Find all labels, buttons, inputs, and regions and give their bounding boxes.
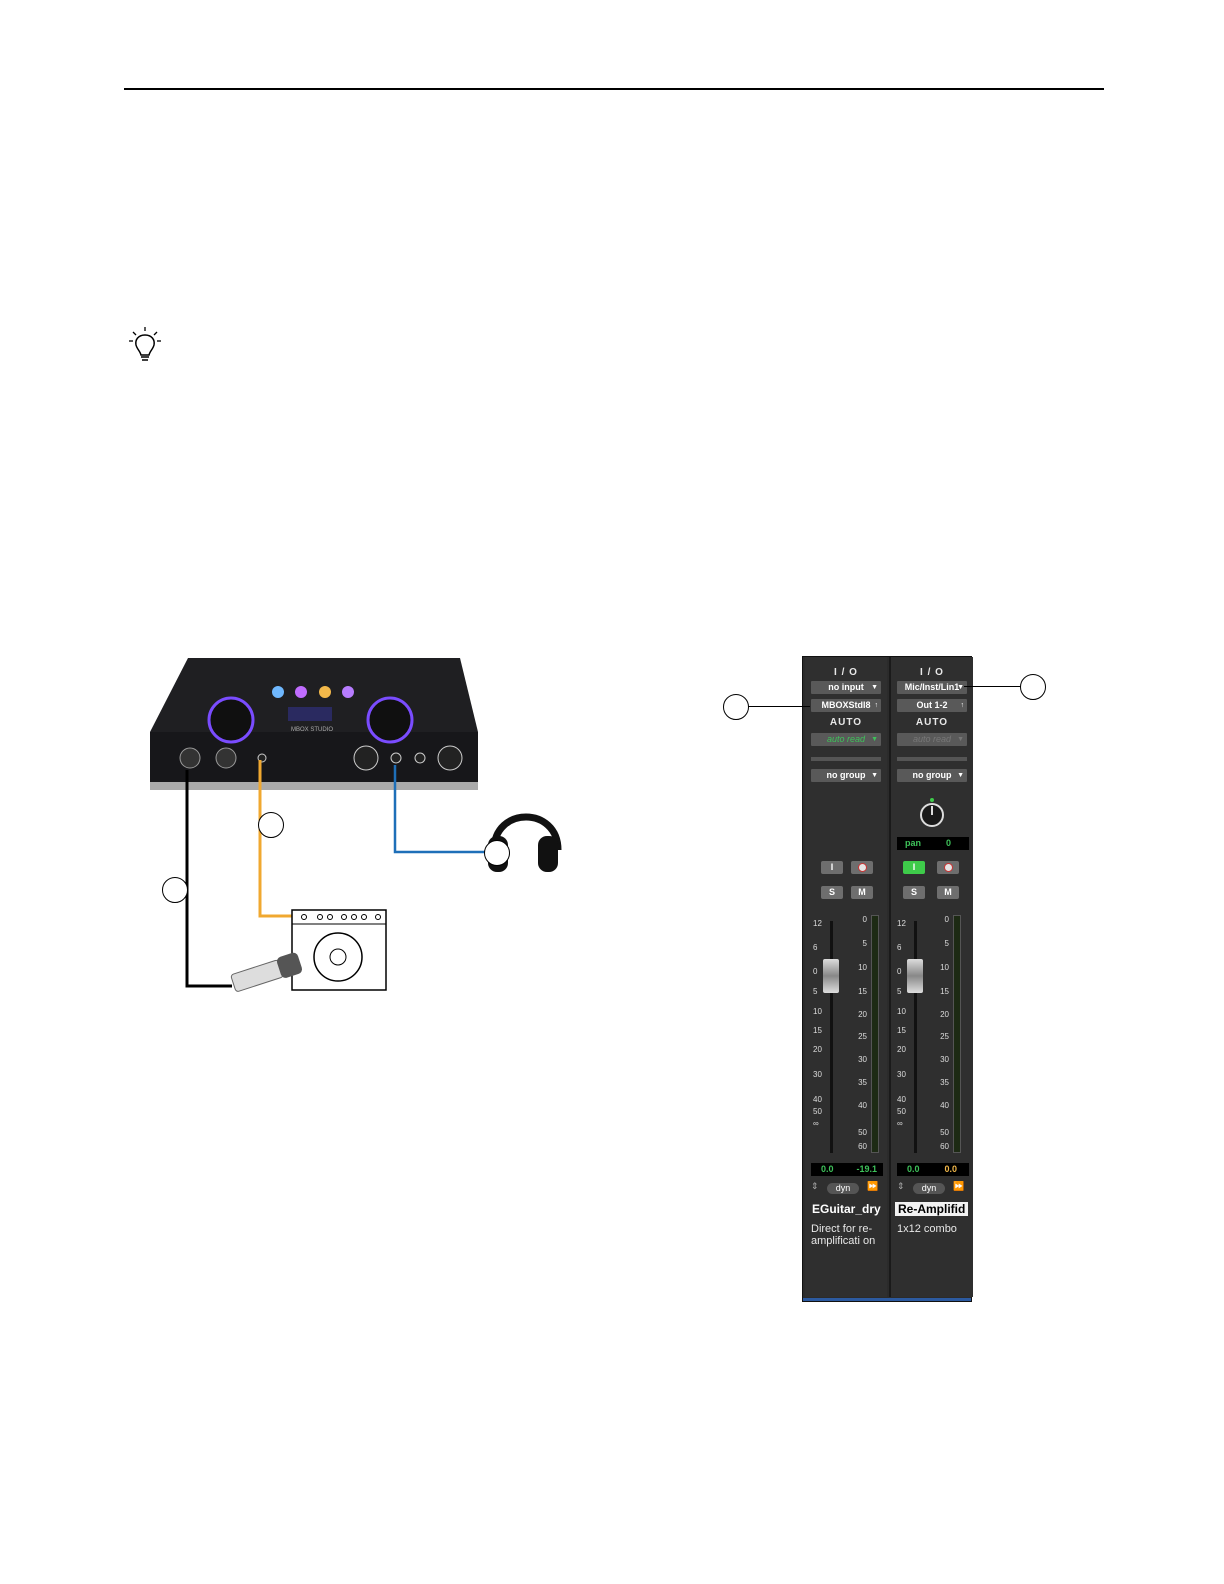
dropdown-arrow-icon: ▼ xyxy=(957,772,964,779)
automation-mode-selector[interactable]: auto read▼ xyxy=(897,733,967,746)
dynamics-button[interactable]: dyn xyxy=(913,1183,945,1194)
volume-value: 0.0 xyxy=(907,1164,920,1174)
lightbulb-icon xyxy=(129,327,161,361)
pan-readout[interactable]: pan 0 xyxy=(897,837,969,850)
track-name[interactable]: Re-Amplifid xyxy=(895,1202,969,1216)
header-rule xyxy=(124,88,1104,90)
dropdown-arrow-icon: ▼ xyxy=(871,684,878,691)
record-icon xyxy=(943,863,953,873)
device-label: MBOX STUDIO xyxy=(291,727,333,733)
dropdown-arrow-icon: ▼ xyxy=(957,736,964,743)
fader-track xyxy=(830,921,833,1153)
amplifier-icon xyxy=(291,909,387,991)
meter-scale: 0 5 10 15 20 25 30 35 40 50 60 xyxy=(858,915,867,1151)
window-bottom-bar xyxy=(803,1298,971,1301)
separator xyxy=(811,757,881,761)
io-title: I / O xyxy=(920,667,944,678)
input-selector[interactable]: Mic/Inst/Lin1▼ xyxy=(897,681,967,694)
output-arrow-icon: ↑ xyxy=(960,702,965,709)
automation-mode-selector[interactable]: auto read▼ xyxy=(811,733,881,746)
fader-scale: 12 6 0 5 10 15 20 30 40 50 ∞ xyxy=(897,919,906,1128)
fast-forward-icon[interactable]: ⏩ xyxy=(953,1181,965,1191)
solo-button[interactable]: S xyxy=(821,886,843,899)
callout-reamp xyxy=(258,812,284,838)
output-selector[interactable]: Out 1-2↑ xyxy=(897,699,967,712)
mute-button[interactable]: M xyxy=(937,886,959,899)
track-name[interactable]: EGuitar_dry xyxy=(812,1202,881,1216)
track-comment[interactable]: Direct for re-amplificati on xyxy=(811,1223,876,1247)
callout-mic xyxy=(162,877,188,903)
callout-leader-input xyxy=(964,686,1022,687)
mixer-strip-reamp: I / O Mic/Inst/Lin1▼ Out 1-2↑ AUTO auto … xyxy=(889,657,973,1297)
output-selector[interactable]: MBOXStdl8↑ xyxy=(811,699,881,712)
reamp-cable xyxy=(258,760,296,918)
callout-input xyxy=(1020,674,1046,700)
auto-title: AUTO xyxy=(915,717,949,728)
volume-readout: 0.0 0.0 xyxy=(897,1163,969,1176)
dropdown-arrow-icon: ▼ xyxy=(957,684,964,691)
pan-value: 0 xyxy=(945,838,951,848)
output-arrow-icon: ↑ xyxy=(874,702,879,709)
level-meter xyxy=(871,915,879,1153)
dropdown-arrow-icon: ▼ xyxy=(871,736,878,743)
auto-title: AUTO xyxy=(829,717,863,728)
io-title: I / O xyxy=(834,667,858,678)
peak-value: 0.0 xyxy=(944,1164,957,1174)
volume-fader[interactable] xyxy=(907,959,923,993)
dynamics-button[interactable]: dyn xyxy=(827,1183,859,1194)
input-monitor-button[interactable]: I xyxy=(821,861,843,874)
microphone-icon xyxy=(230,952,303,992)
headphone-cable xyxy=(393,765,496,854)
callout-headphone xyxy=(484,840,510,866)
peak-value: -19.1 xyxy=(856,1164,877,1174)
fast-forward-icon[interactable]: ⏩ xyxy=(867,1181,879,1191)
pan-label: pan xyxy=(905,838,922,848)
mute-button[interactable]: M xyxy=(851,886,873,899)
volume-fader[interactable] xyxy=(823,959,839,993)
level-meter xyxy=(953,915,961,1153)
group-selector[interactable]: no group▼ xyxy=(811,769,881,782)
dropdown-arrow-icon: ▼ xyxy=(871,772,878,779)
fader-track xyxy=(914,921,917,1153)
record-icon xyxy=(857,863,867,873)
audio-interface-device: MBOX STUDIO xyxy=(150,658,478,790)
input-monitor-button[interactable]: I xyxy=(903,861,925,874)
record-enable-button[interactable] xyxy=(937,861,959,874)
connection-diagram: MBOX STUDIO xyxy=(150,658,562,992)
callout-leader-output xyxy=(748,706,810,707)
meter-scale: 0 5 10 15 20 25 30 35 40 50 60 xyxy=(940,915,949,1151)
record-enable-button[interactable] xyxy=(851,861,873,874)
mixer-window: I / O no input▼ MBOXStdl8↑ AUTO auto rea… xyxy=(802,656,973,1302)
separator xyxy=(897,757,967,761)
group-selector[interactable]: no group▼ xyxy=(897,769,967,782)
fader-scale: 12 6 0 5 10 15 20 30 40 50 ∞ xyxy=(813,919,822,1128)
input-selector[interactable]: no input▼ xyxy=(811,681,881,694)
solo-button[interactable]: S xyxy=(903,886,925,899)
track-comment[interactable]: 1x12 combo xyxy=(897,1223,957,1235)
pan-knob-icon[interactable] xyxy=(917,797,947,829)
mic-cable xyxy=(185,770,232,988)
mixer-strip-eguitar: I / O no input▼ MBOXStdl8↑ AUTO auto rea… xyxy=(805,657,887,1297)
callout-output xyxy=(723,694,749,720)
narrow-toggle-icon[interactable]: ⇕ xyxy=(897,1181,905,1191)
volume-value: 0.0 xyxy=(821,1164,834,1174)
volume-readout: 0.0 -19.1 xyxy=(811,1163,883,1176)
narrow-toggle-icon[interactable]: ⇕ xyxy=(811,1181,819,1191)
